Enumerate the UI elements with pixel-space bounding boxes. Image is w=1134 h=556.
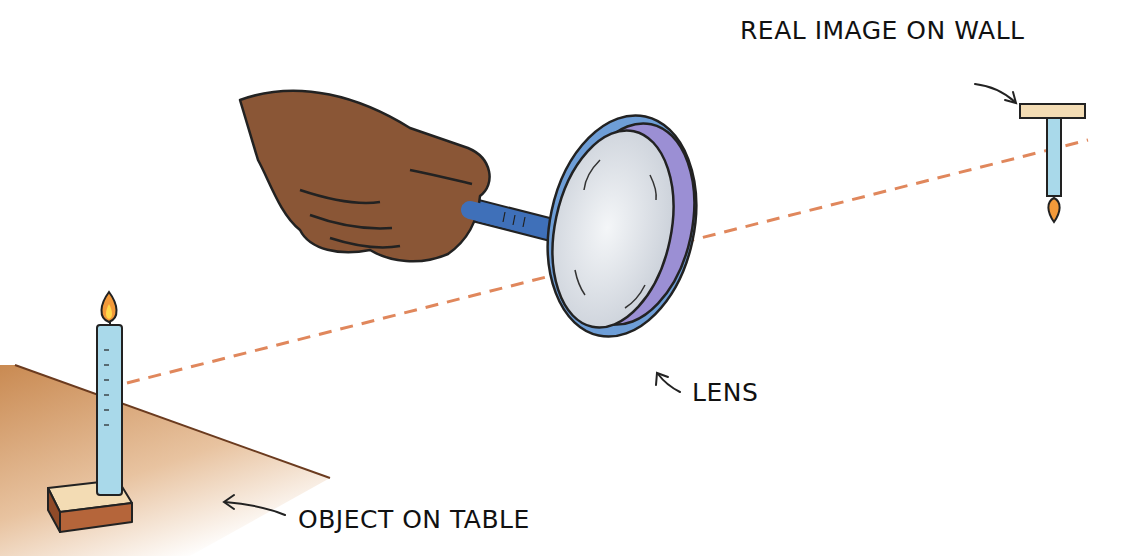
part-label: OBJECT ON TABLE [298, 505, 530, 534]
handle-marks [503, 212, 525, 227]
leader-arrows [224, 84, 1016, 515]
lens [528, 101, 715, 350]
table [0, 365, 330, 556]
inverted-image [1020, 104, 1085, 222]
candle [97, 292, 122, 495]
part-label: REAL IMAGE ON WALL [740, 16, 1025, 45]
hand [240, 91, 490, 262]
lens-handle-tip [470, 210, 552, 230]
part-label: LENS [692, 378, 758, 407]
